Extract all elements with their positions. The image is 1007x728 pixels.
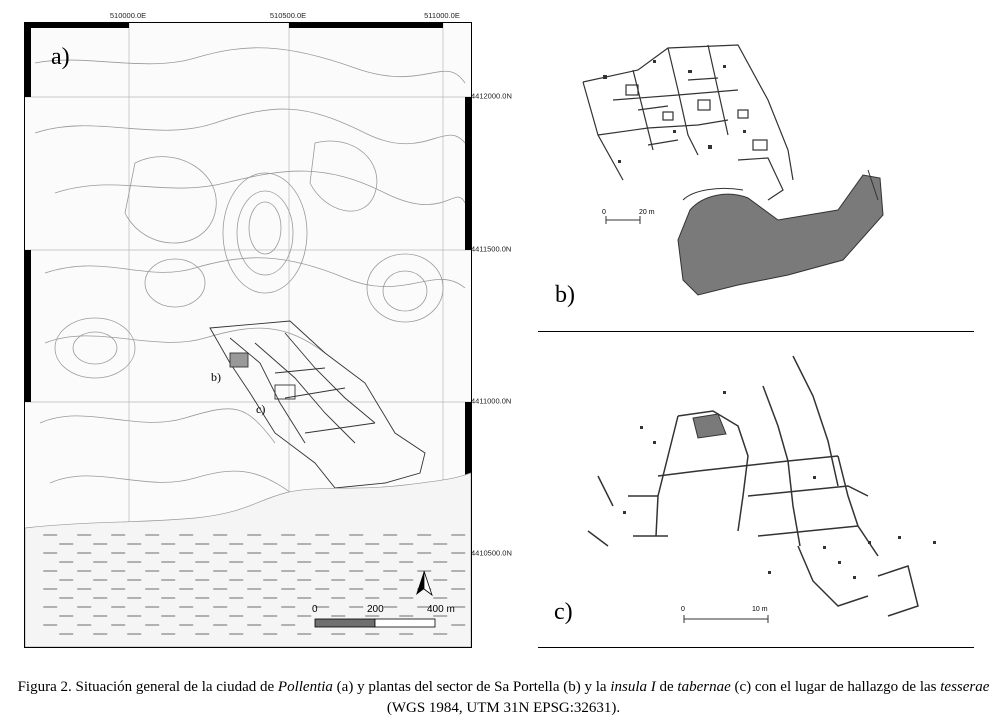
plan-b-fragments [603,60,746,163]
caption-italic-tesserae: tesserae [940,679,990,695]
scale-label: 400 m [427,604,455,615]
scale-label: 0 [312,604,318,615]
plan-c-walls [587,355,919,617]
plan-b-walls [582,44,794,201]
panel-a-label: a) [51,44,70,70]
plan-c-scale-label: 0 [681,606,685,613]
contour-lines [34,47,466,504]
northing-label: 4411500.0N [471,244,512,254]
topographic-map: a) b) c) 0 200 400 m [24,22,472,648]
caption-text: (c) con el lugar de hallazgo de las [730,679,941,695]
plan-b-panel: 0 20 m b) [538,40,974,332]
plan-b-excavated-area [677,174,884,296]
northing-label: 4410500.0N [471,548,512,558]
panel-b-divider [538,331,974,332]
figure-caption: Figura 2. Situación general de la ciudad… [6,677,1001,719]
plan-b-outline [682,169,879,201]
northing-label: 4411000.0N [471,396,512,406]
caption-text: (WGS 1984, UTM 31N EPSG:32631). [386,700,621,716]
caption-text: Figura 2. Situación general de la ciudad… [17,679,278,695]
map-drawing [25,23,471,647]
map-panel: 510000.0E 510500.0E 511000.0E 4412000.0N… [24,11,512,648]
easting-label: 510500.0E [269,11,307,20]
caption-italic-tabernae: tabernae [677,679,731,695]
plan-b-scale-bar [605,216,641,224]
caption-text: (a) y plantas del sector de Sa Portella … [332,679,611,695]
plan-c-panel: 0 10 m c) [538,346,974,648]
panel-b-label: b) [555,282,575,308]
plan-c-drawing [587,355,936,623]
site-b-label: b) [211,370,221,384]
sea-area [25,472,471,647]
town-outline [209,320,426,489]
caption-italic-insula: insula I [610,679,656,695]
scale-label: 200 [367,604,384,615]
plan-b-scale-label: 20 m [639,209,655,216]
plan-b-scale-label: 0 [602,209,606,216]
scale-bar [314,618,436,628]
plan-b-drawing [582,44,884,296]
plan-c-scale-bar [683,615,769,623]
panel-c-divider [538,647,974,648]
plan-c-scale-label: 10 m [752,606,768,613]
plan-c-find-spot [692,413,727,439]
caption-text: de [655,679,678,695]
site-c-label: c) [256,402,266,416]
caption-italic-city: Pollentia [277,679,333,695]
north-arrow-icon [416,570,433,597]
easting-label: 511000.0E [424,11,460,20]
plan-c-fragments [623,391,936,579]
easting-label: 510000.0E [109,11,147,20]
northing-label: 4412000.0N [471,91,512,101]
panel-c-label: c) [554,599,573,625]
